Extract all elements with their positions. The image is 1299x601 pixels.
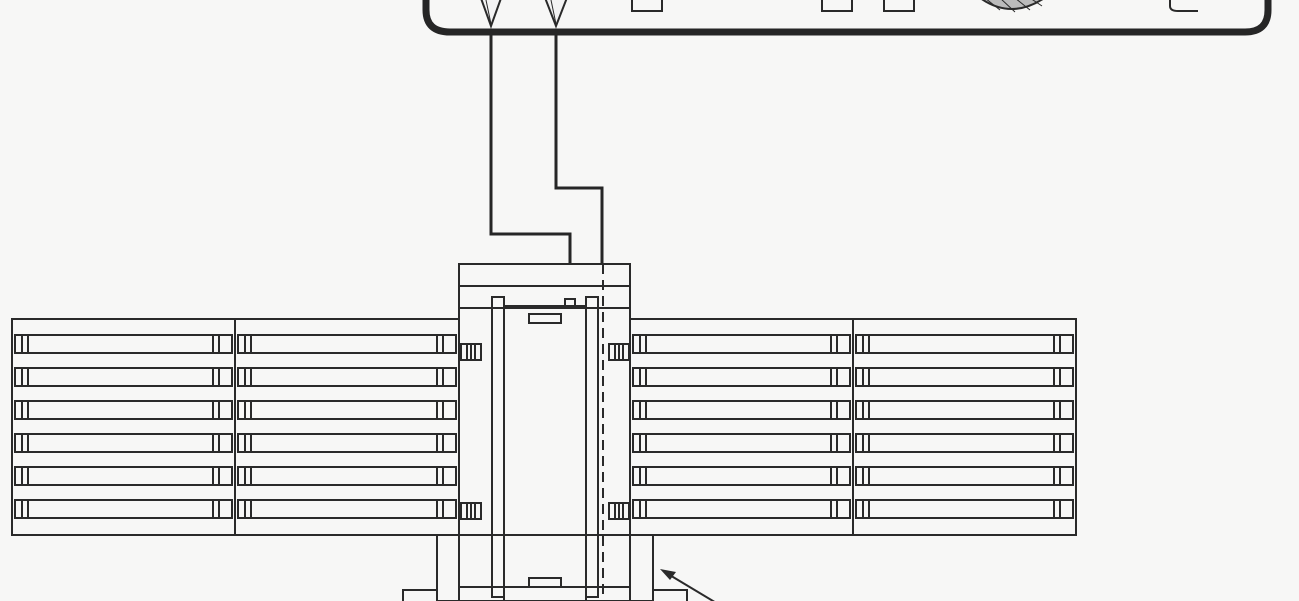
cable-right — [554, 34, 604, 264]
bus-chamber — [503, 305, 587, 601]
panel-slat — [632, 400, 851, 420]
bus-foot-right — [652, 589, 688, 601]
panel-row — [14, 400, 233, 420]
panel-row — [14, 367, 233, 387]
panel-row — [855, 466, 1074, 486]
bus-body — [458, 285, 631, 601]
panel-slat — [237, 334, 457, 354]
bus-bottom-slot — [528, 577, 562, 588]
panel-row — [237, 499, 457, 519]
panel-row — [632, 433, 851, 453]
console-connector-right — [544, 0, 568, 29]
panel-slat — [237, 367, 457, 387]
panel-row — [14, 499, 233, 519]
panel-row — [855, 334, 1074, 354]
array-hinge — [608, 343, 630, 361]
panel-slat — [855, 499, 1074, 519]
panel-slat — [855, 433, 1074, 453]
panel-row — [632, 334, 851, 354]
panel-slat — [632, 367, 851, 387]
panel-slat — [237, 400, 457, 420]
panel-slat — [632, 466, 851, 486]
panel-slat — [14, 499, 233, 519]
bus-rail-right — [585, 296, 599, 598]
bus-rail-left — [491, 296, 505, 598]
cable-left — [489, 34, 572, 264]
panel-slat — [855, 400, 1074, 420]
array-hinge — [608, 502, 630, 520]
console-switch — [821, 0, 853, 12]
solar-array-right — [608, 318, 1077, 536]
panel-slat — [855, 367, 1074, 387]
satellite-bus — [402, 263, 688, 601]
panel-row — [855, 499, 1074, 519]
console-indicator — [1169, 0, 1198, 12]
panel-row — [14, 433, 233, 453]
panel-row — [855, 400, 1074, 420]
panel-row — [237, 334, 457, 354]
bus-sensor — [564, 298, 576, 308]
bus-foot-left — [402, 589, 438, 601]
panel-slat — [855, 334, 1074, 354]
panel-slat — [14, 367, 233, 387]
panel-row — [632, 466, 851, 486]
panel-row — [237, 367, 457, 387]
panel-slat — [14, 466, 233, 486]
panel-row — [14, 466, 233, 486]
panel-row — [632, 499, 851, 519]
panel-row — [855, 367, 1074, 387]
console-switch — [631, 0, 663, 12]
panel-slat — [855, 466, 1074, 486]
panel-row — [237, 433, 457, 453]
panel-row — [632, 367, 851, 387]
panel-slat — [237, 433, 457, 453]
solar-array-left — [11, 318, 482, 536]
bus-top-slot — [528, 313, 562, 324]
panel-slat — [14, 400, 233, 420]
panel-slat — [237, 499, 457, 519]
console-connector-left — [480, 0, 502, 29]
panel-slat — [14, 334, 233, 354]
panel-row — [855, 433, 1074, 453]
pointer-arrow — [660, 569, 715, 601]
array-hinge — [460, 343, 482, 361]
panel-slat — [632, 334, 851, 354]
bus-lower-skirt — [436, 534, 654, 601]
panel-slat — [632, 433, 851, 453]
panel-slat — [632, 499, 851, 519]
panel-row — [632, 400, 851, 420]
console-bezel — [422, 0, 1272, 36]
panel-slat — [237, 466, 457, 486]
panel-row — [14, 334, 233, 354]
control-console — [422, 0, 1272, 36]
console-switch — [883, 0, 915, 12]
panel-slat — [14, 433, 233, 453]
panel-row — [237, 466, 457, 486]
array-hinge — [460, 502, 482, 520]
panel-row — [237, 400, 457, 420]
console-dial — [981, 0, 1044, 13]
